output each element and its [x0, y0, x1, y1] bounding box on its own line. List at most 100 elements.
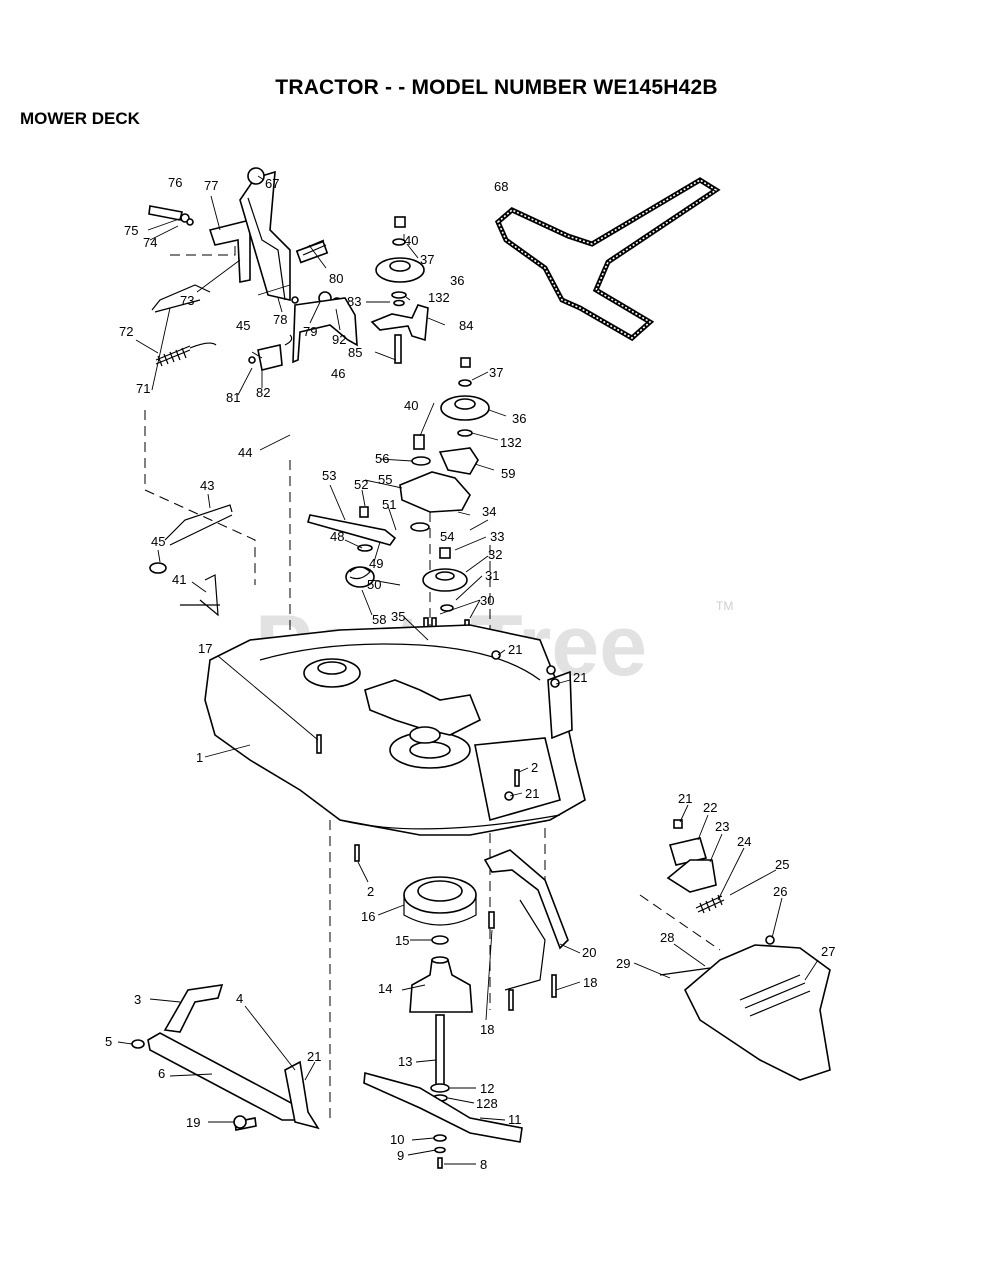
callout-25: 25 [775, 857, 789, 872]
callout-50: 50 [367, 577, 381, 592]
callout-labels: 76 77 67 75 74 73 80 78 79 92 72 45 81 8… [105, 175, 835, 1172]
callout-24: 24 [737, 834, 751, 849]
callout-43: 43 [200, 478, 214, 493]
callout-40: 40 [404, 398, 418, 413]
callout-132: 132 [428, 290, 450, 305]
callout-54: 54 [440, 529, 454, 544]
callout-26: 26 [773, 884, 787, 899]
callout-40: 40 [404, 233, 418, 248]
callout-79: 79 [303, 324, 317, 339]
page-title: TRACTOR - - MODEL NUMBER WE145H42B [275, 76, 718, 99]
callout-85: 85 [348, 345, 362, 360]
callout-80: 80 [329, 271, 343, 286]
callout-21: 21 [573, 670, 587, 685]
callout-21: 21 [508, 642, 522, 657]
callout-16: 16 [361, 909, 375, 924]
callout-35: 35 [391, 609, 405, 624]
idler-pulley-stack-lower [399, 357, 490, 532]
callout-8: 8 [480, 1157, 487, 1172]
callout-45: 45 [236, 318, 250, 333]
callout-33: 33 [490, 529, 504, 544]
callout-21: 21 [678, 791, 692, 806]
callout-2: 2 [367, 884, 374, 899]
callout-58: 58 [372, 612, 386, 627]
callout-41: 41 [172, 572, 186, 587]
callout-48: 48 [330, 529, 344, 544]
callout-21: 21 [307, 1049, 321, 1064]
callout-51: 51 [382, 497, 396, 512]
callout-9: 9 [397, 1148, 404, 1163]
drive-belt [494, 177, 721, 342]
blade-spindle-assembly [363, 876, 523, 1169]
callout-44: 44 [238, 445, 252, 460]
callout-83: 83 [347, 294, 361, 309]
callout-17: 17 [198, 641, 212, 656]
callout-74: 74 [143, 235, 157, 250]
callout-78: 78 [273, 312, 287, 327]
belt-keeper-arm [483, 849, 569, 1011]
belt-guard [291, 296, 358, 364]
callout-27: 27 [821, 944, 835, 959]
mower-deck-housing [204, 624, 586, 836]
callout-19: 19 [186, 1115, 200, 1130]
callout-68: 68 [494, 179, 508, 194]
callout-73: 73 [180, 293, 194, 308]
callout-37: 37 [420, 252, 434, 267]
callout-72: 72 [119, 324, 133, 339]
callout-56: 56 [375, 451, 389, 466]
callout-15: 15 [395, 933, 409, 948]
leader-lines [117, 175, 819, 1165]
callout-28: 28 [660, 930, 674, 945]
callout-34: 34 [482, 504, 496, 519]
callout-53: 53 [322, 468, 336, 483]
callout-4: 4 [236, 991, 243, 1006]
callout-5: 5 [105, 1034, 112, 1049]
callout-10: 10 [390, 1132, 404, 1147]
callout-128: 128 [476, 1096, 498, 1111]
callout-20: 20 [582, 945, 596, 960]
callout-55: 55 [378, 472, 392, 487]
discharge-chute-assembly [659, 819, 831, 1081]
callout-76: 76 [168, 175, 182, 190]
callout-14: 14 [378, 981, 392, 996]
callout-82: 82 [256, 385, 270, 400]
callout-12: 12 [480, 1081, 494, 1096]
callout-36: 36 [450, 273, 464, 288]
callout-13: 13 [398, 1054, 412, 1069]
callout-11: 11 [508, 1112, 522, 1127]
callout-1: 1 [196, 750, 203, 765]
callout-52: 52 [354, 477, 368, 492]
callout-18: 18 [480, 1022, 494, 1037]
idler-pulley-stack-upper [370, 216, 429, 364]
callout-84: 84 [459, 318, 473, 333]
callout-45: 45 [151, 534, 165, 549]
callout-29: 29 [616, 956, 630, 971]
callout-32: 32 [488, 547, 502, 562]
callout-36: 36 [512, 411, 526, 426]
callout-6: 6 [158, 1066, 165, 1081]
callout-30: 30 [480, 593, 494, 608]
callout-3: 3 [134, 992, 141, 1007]
deck-hardware [316, 650, 560, 862]
callout-22: 22 [703, 800, 717, 815]
lift-lever-assembly [148, 167, 343, 309]
callout-31: 31 [485, 568, 499, 583]
section-title: MOWER DECK [20, 109, 140, 128]
front-hanger-brackets [131, 984, 320, 1131]
callout-46: 46 [331, 366, 345, 381]
callout-59: 59 [501, 466, 515, 481]
callout-77: 77 [204, 178, 218, 193]
callout-37: 37 [489, 365, 503, 380]
callout-2: 2 [531, 760, 538, 775]
callout-67: 67 [265, 176, 279, 191]
callout-75: 75 [124, 223, 138, 238]
watermark-tm: TM [716, 599, 733, 613]
callout-23: 23 [715, 819, 729, 834]
callout-132: 132 [500, 435, 522, 450]
callout-71: 71 [136, 381, 150, 396]
callout-49: 49 [369, 556, 383, 571]
callout-18: 18 [583, 975, 597, 990]
callout-92: 92 [332, 332, 346, 347]
lift-linkage [149, 284, 293, 617]
